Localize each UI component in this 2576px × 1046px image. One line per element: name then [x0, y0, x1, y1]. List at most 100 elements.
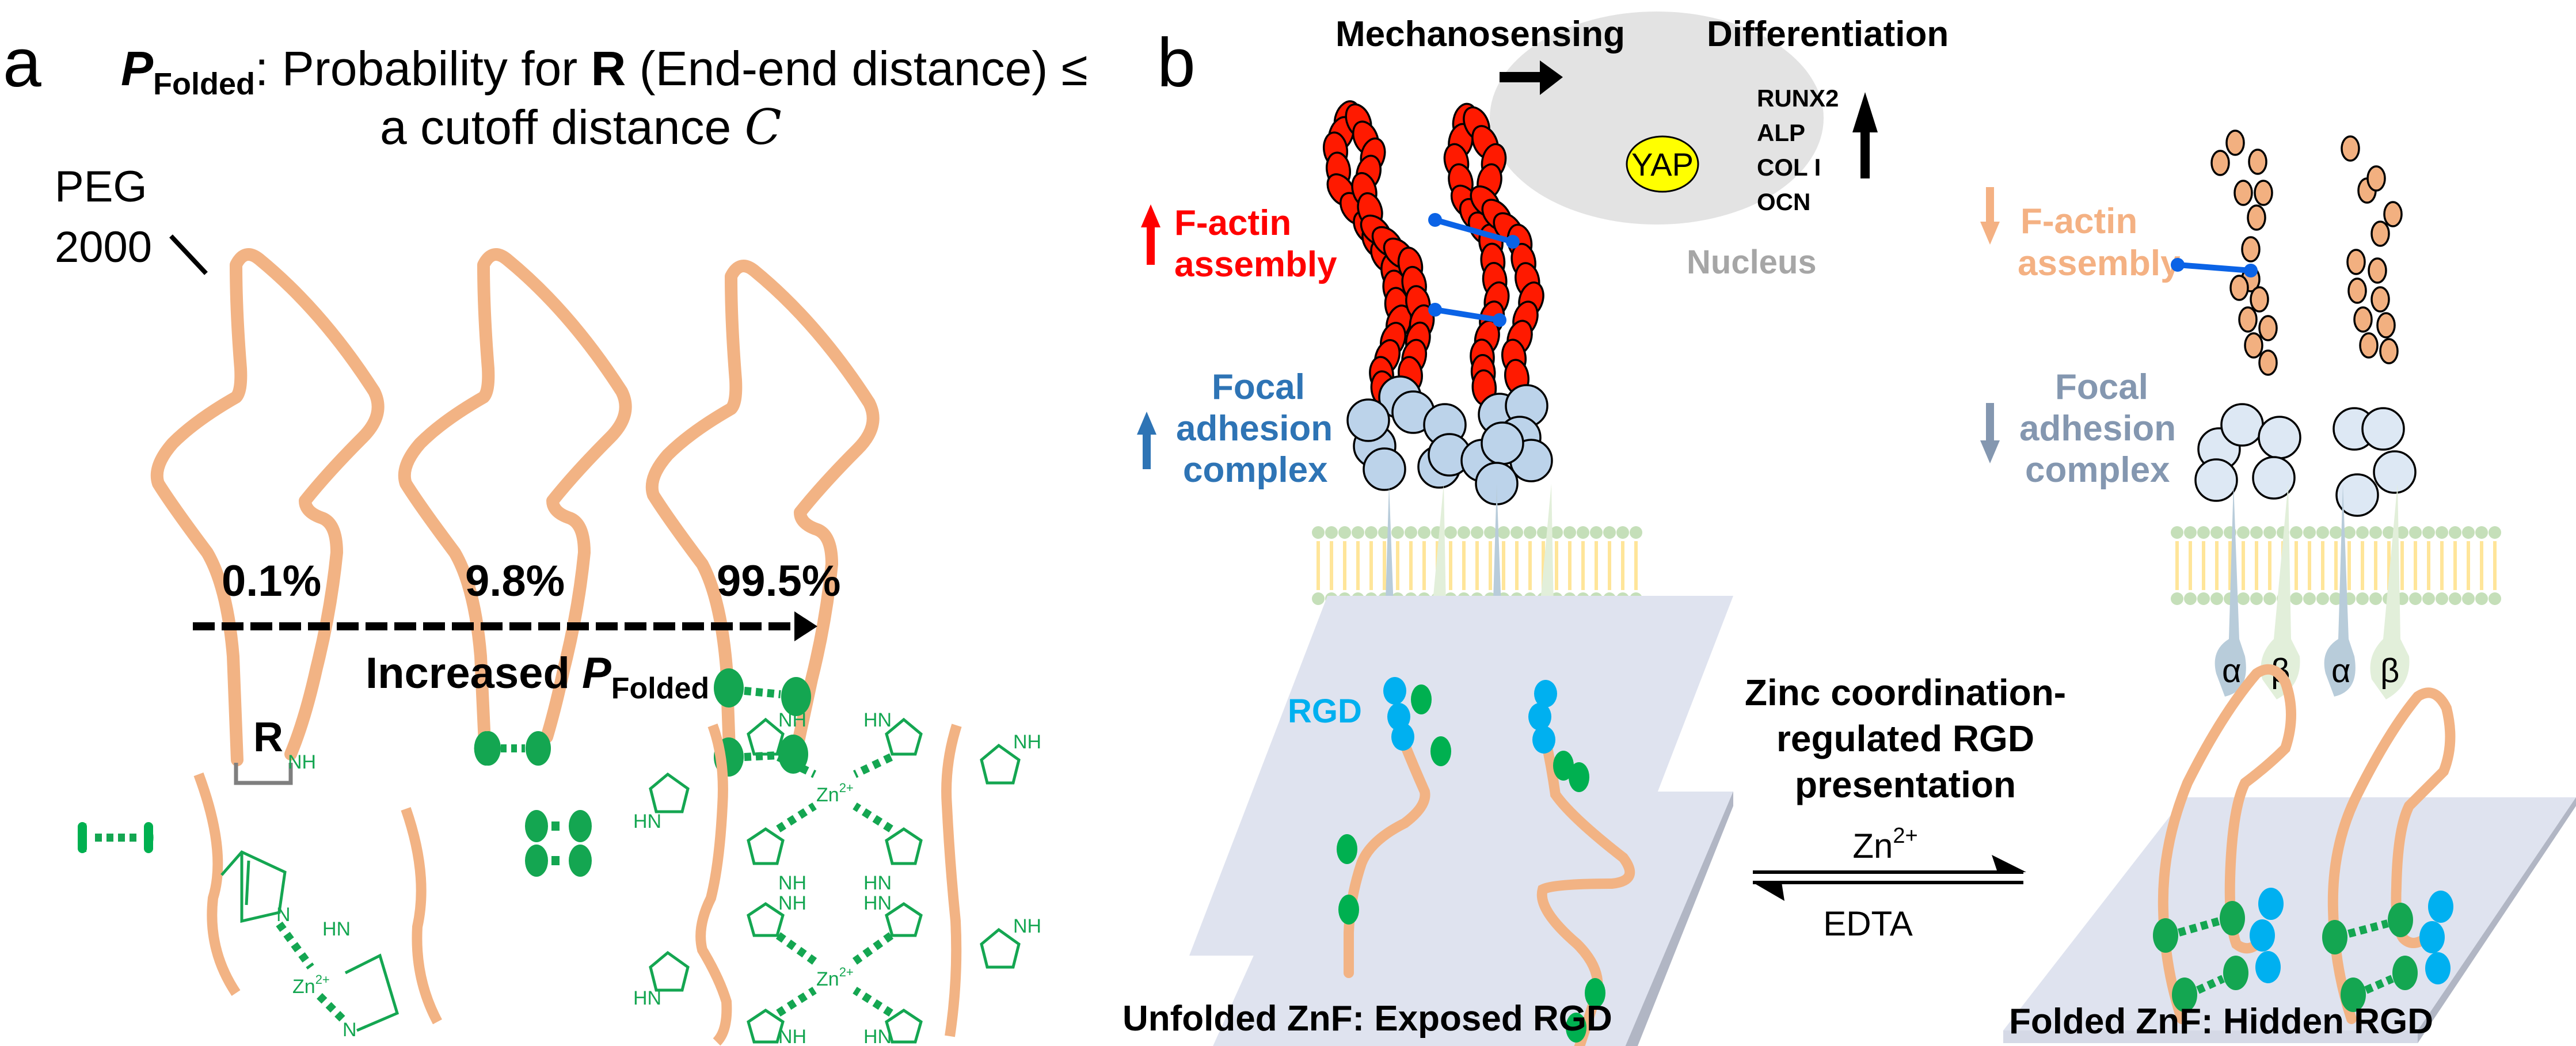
zn-center-lower: Zn2+: [775, 932, 894, 1017]
lipid-head: [1338, 526, 1351, 539]
lipid-head: [2356, 592, 2369, 605]
legend-closed-pairs-icon: [525, 810, 592, 877]
gene-ocn: OCN: [1757, 188, 1810, 215]
nucleus: [1490, 12, 1824, 225]
n-label: N: [276, 904, 291, 926]
actin-monomer: [2258, 315, 2278, 341]
lipid-head: [2396, 526, 2408, 539]
lipid-head: [2250, 526, 2263, 539]
actin-monomer: [2233, 180, 2253, 206]
focal-adhesion-protein: [2258, 416, 2301, 459]
lipid-head: [2436, 526, 2448, 539]
peg-label-line1: PEG: [55, 162, 147, 211]
integrin-beta: [2261, 484, 2300, 699]
focal-label-line1-left: Focal: [1212, 367, 1305, 407]
svg-text:HN: HN: [863, 709, 892, 731]
lipid-head: [2436, 592, 2448, 605]
lipid-head: [2303, 592, 2316, 605]
unfolded-caption: Unfolded ZnF: Exposed RGD: [1123, 999, 1612, 1039]
lipid-head: [2210, 592, 2223, 605]
lipid-head: [2303, 526, 2316, 539]
actin-monomer: [2210, 150, 2230, 176]
lipid-head: [2184, 592, 2197, 605]
svg-text:NH: NH: [1013, 731, 1041, 753]
substrate-left: [1189, 596, 1733, 1046]
double-zn-network: Zn2+ Zn2+: [633, 709, 1041, 1046]
lipid-head: [2449, 592, 2461, 605]
gene-col1: COL I: [1757, 154, 1821, 181]
peg-label-line2: 2000: [55, 223, 152, 272]
differentiation-label: Differentiation: [1707, 14, 1949, 54]
lipid-head: [2237, 526, 2250, 539]
lipid-head: [2210, 526, 2223, 539]
cell-membrane-right: [2171, 526, 2501, 605]
gene-list: RUNX2 ALP COL I OCN: [1757, 85, 1839, 215]
probability-folded: 99.5%: [717, 557, 841, 606]
lipid-head: [2171, 526, 2183, 539]
actin-monomer: [2229, 275, 2249, 301]
zn-center-upper: Zn2+: [776, 753, 893, 832]
cell-membrane-left: [1312, 526, 1642, 605]
integrin-alpha: [2214, 484, 2246, 697]
svg-text:NH: NH: [778, 892, 806, 914]
factin-up-arrow-icon: [1141, 204, 1160, 265]
lipid-head: [2475, 592, 2488, 605]
actin-monomer: [2254, 180, 2273, 206]
lipid-head: [1325, 526, 1338, 539]
integrin-alpha: [2324, 484, 2356, 697]
lipid-head: [2369, 592, 2382, 605]
mechanosensing-label: Mechanosensing: [1335, 14, 1625, 54]
svg-text:HN: HN: [633, 811, 661, 832]
lipid-head: [2383, 526, 2395, 539]
lipid-head: [1312, 592, 1325, 605]
lipid-head: [2290, 526, 2303, 539]
focal-adhesion-right: [2194, 403, 2417, 517]
folded-znf-chains: [2153, 664, 2456, 1024]
lipid-head: [2197, 526, 2210, 539]
panel-a-label: a: [3, 24, 41, 101]
lipid-head: [1471, 526, 1483, 539]
lipid-head: [2237, 592, 2250, 605]
lipid-head: [2330, 592, 2342, 605]
lipid-head: [1418, 526, 1430, 539]
probability-partial: 9.8%: [465, 557, 565, 606]
lipid-head: [2316, 592, 2329, 605]
actin-monomer: [2341, 135, 2360, 162]
focal-adhesion-protein: [1346, 398, 1390, 442]
title-line2-prefix: a cutoff distance: [380, 100, 745, 154]
panel-b: b Mechanosensing Differentiation YAP RUN…: [1123, 12, 2576, 1046]
center-text-line2: regulated RGD: [1776, 718, 2034, 759]
svg-text:HN: HN: [863, 1026, 892, 1046]
actin-monomer: [2376, 312, 2396, 338]
lipid-head: [1537, 526, 1550, 539]
actin-monomer: [2379, 338, 2399, 364]
p-subscript: Folded: [153, 67, 255, 101]
r-bracket: [234, 763, 293, 785]
focal-down-arrow-icon: [1980, 403, 2000, 463]
lipid-head: [1590, 526, 1603, 539]
actin-monomer: [2347, 277, 2367, 304]
n-label-lower: N: [343, 1019, 357, 1041]
lipid-head: [1497, 526, 1510, 539]
actin-monomer: [2383, 201, 2403, 227]
lipid-head: [2171, 592, 2183, 605]
lipid-head: [1577, 526, 1589, 539]
legend-open-pair-icon: [78, 822, 154, 853]
r-label: R: [253, 714, 283, 760]
lipid-head: [1563, 526, 1576, 539]
lipid-head: [1510, 526, 1523, 539]
lipid-head: [2489, 592, 2501, 605]
actin-monomer: [2370, 220, 2390, 247]
lipid-head: [2263, 526, 2276, 539]
center-text-line1: Zinc coordination-: [1745, 672, 2066, 713]
c-symbol: C: [745, 99, 782, 155]
lipid-head: [1524, 526, 1536, 539]
center-text-line3: presentation: [1795, 764, 2016, 805]
lipid-head: [1405, 526, 1417, 539]
unfolded-znf-chains: [1337, 677, 1635, 1046]
actin-monomer: [2248, 149, 2267, 175]
peg-chain-3: [645, 260, 880, 772]
focal-label-line3-right: complex: [2025, 450, 2170, 490]
lipid-head: [2263, 592, 2276, 605]
